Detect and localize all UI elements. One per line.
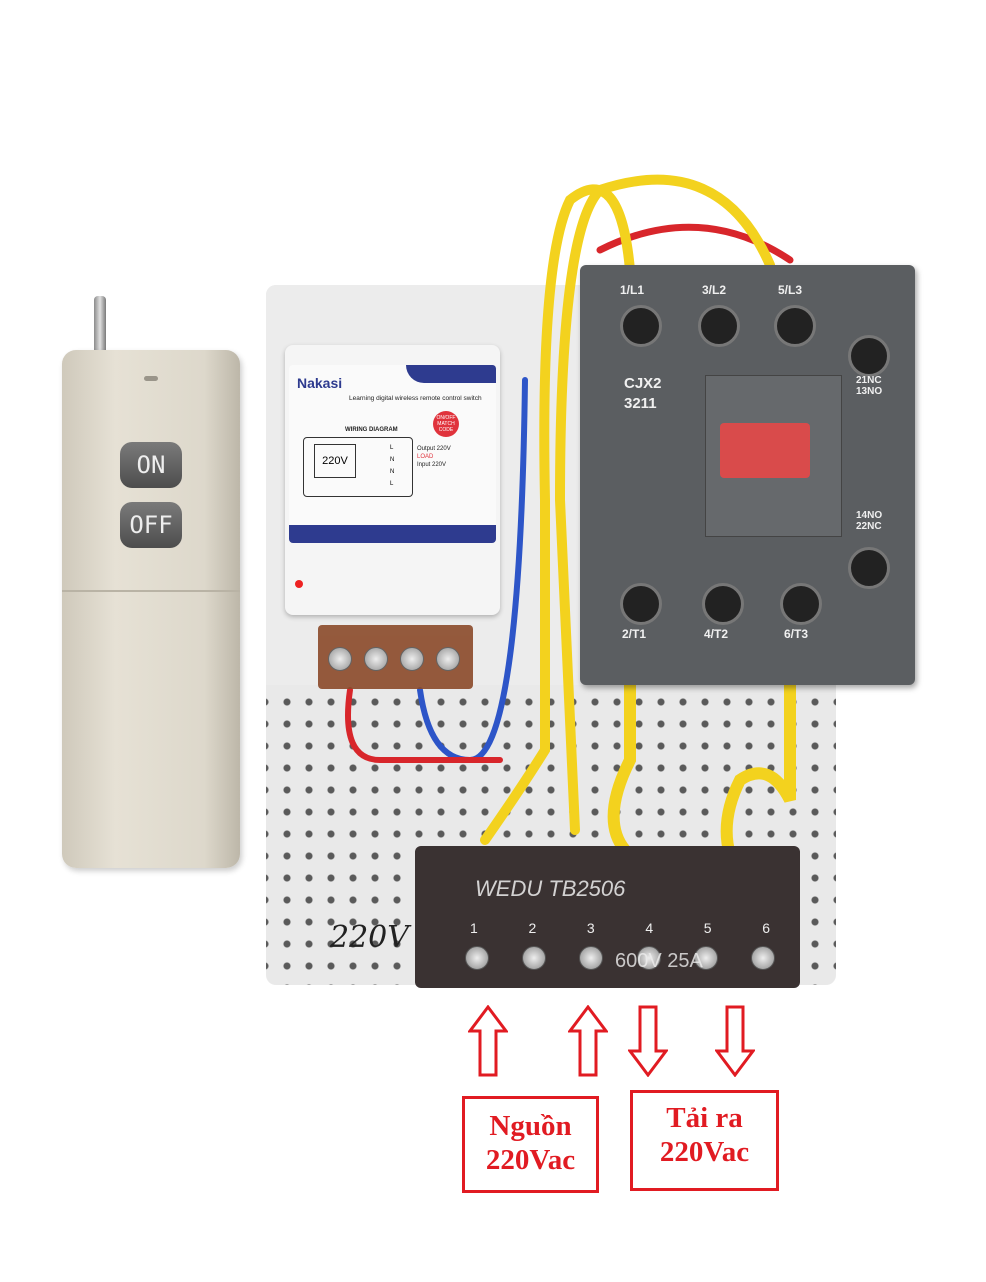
wire-yellow <box>480 184 635 845</box>
module-brand: Nakasi <box>297 375 343 391</box>
wire-red <box>345 687 503 763</box>
terminal-label: 5/L3 <box>778 283 803 297</box>
terminal-screw-icon <box>780 583 822 625</box>
match-code-button[interactable]: ON/OFF MATCH CODE <box>433 411 459 437</box>
wire-yellow <box>607 654 636 856</box>
wire-blue <box>417 377 528 764</box>
source-label-line1: Nguồn <box>489 1110 572 1142</box>
remote-led <box>144 376 158 381</box>
screw-icon <box>436 647 460 671</box>
input-label: Input 220V <box>417 462 447 468</box>
screw-icon[interactable] <box>636 946 661 970</box>
terminal-label: 2/T1 <box>622 627 647 641</box>
arrow-up-icon <box>468 1005 508 1077</box>
contactor-rating: 3211 <box>624 395 657 412</box>
diagram-terminals: L N N L <box>390 442 394 490</box>
contactor-test-button[interactable] <box>720 423 810 478</box>
remote-antenna <box>94 296 106 352</box>
remote-off-button[interactable]: OFF <box>120 502 182 548</box>
terminal-label: 4/T2 <box>704 627 729 641</box>
wiring-diagram-title: WIRING DIAGRAM <box>345 427 398 433</box>
terminal-number: 3 <box>586 920 595 936</box>
source-label-box: Nguồn 220Vac <box>462 1096 599 1193</box>
module-label-band <box>406 365 496 383</box>
module-subtitle: Learning digital wireless remote control… <box>349 395 482 402</box>
terminal-number: 5 <box>703 920 712 936</box>
wireless-switch-module: Nakasi Learning digital wireless remote … <box>285 345 500 615</box>
terminal-screw-icon <box>620 305 662 347</box>
arrow-down-icon <box>628 1005 668 1077</box>
wire-yellow <box>720 654 796 861</box>
output-label: Output 220V <box>417 446 451 452</box>
module-led <box>295 580 303 588</box>
terminal-number: 4 <box>645 920 654 936</box>
handwritten-voltage: 220V <box>330 920 409 955</box>
terminal-screw-icon <box>620 583 662 625</box>
terminal-number: 6 <box>762 920 770 936</box>
terminal-label: 3/L2 <box>702 283 727 297</box>
terminal-label: 6/T3 <box>784 627 809 641</box>
screw-icon <box>328 647 352 671</box>
aux-top-label: 21NC 13NO <box>856 375 883 397</box>
terminal-block: WEDU TB2506 1 2 3 4 5 6 600V 25A <box>415 846 800 988</box>
terminal-label: L <box>390 445 394 451</box>
diagram-voltage: 220V <box>314 444 356 478</box>
screw-icon[interactable] <box>750 946 775 970</box>
screw-icon[interactable] <box>693 946 718 970</box>
load-label-line1: Tải ra <box>666 1102 743 1134</box>
module-terminal <box>318 625 473 689</box>
aux-bottom-label: 14NO 22NC <box>856 510 883 532</box>
load-label-box: Tải ra 220Vac <box>630 1090 779 1191</box>
terminal-screw-icon <box>848 335 890 377</box>
screw-icon[interactable] <box>465 946 489 970</box>
wire-yellow <box>554 174 775 835</box>
terminal-label: L <box>390 481 394 487</box>
remote-seam <box>62 590 240 592</box>
terminal-numbers: 1 2 3 4 5 6 <box>470 920 770 936</box>
screw-icon[interactable] <box>579 946 604 970</box>
screw-icon <box>364 647 388 671</box>
screw-icon <box>400 647 424 671</box>
remote-control: ON OFF <box>62 350 240 868</box>
terminal-block-rating: 600V 25A <box>615 950 703 972</box>
terminal-label: 1/L1 <box>620 283 645 297</box>
source-label-line2: 220Vac <box>485 1144 576 1176</box>
diagram-io: Output 220V LOAD Input 220V <box>417 445 451 469</box>
contactor-model: CJX2 <box>624 375 662 392</box>
arrow-down-icon <box>715 1005 755 1077</box>
screw-icon[interactable] <box>522 946 547 970</box>
wiring-diagram: 220V L N N L <box>303 437 413 497</box>
terminal-screw-icon <box>848 547 890 589</box>
terminal-label: N <box>390 457 395 463</box>
load-label-line2: 220Vac <box>659 1136 750 1168</box>
contactor: 1/L1 3/L2 5/L3 CJX2 3211 21NC 13NO 14NO … <box>580 265 915 685</box>
terminal-number: 1 <box>470 920 478 936</box>
terminal-number: 2 <box>528 920 537 936</box>
terminal-screw-icon <box>774 305 816 347</box>
terminal-screw-icon <box>702 583 744 625</box>
terminal-screws <box>465 946 775 970</box>
terminal-block-brand: WEDU TB2506 <box>475 876 626 901</box>
load-label: LOAD <box>417 454 434 460</box>
terminal-label: N <box>390 469 395 475</box>
arrow-up-icon <box>568 1005 608 1077</box>
module-label <box>289 365 496 543</box>
remote-on-button[interactable]: ON <box>120 442 182 488</box>
terminal-screw-icon <box>698 305 740 347</box>
